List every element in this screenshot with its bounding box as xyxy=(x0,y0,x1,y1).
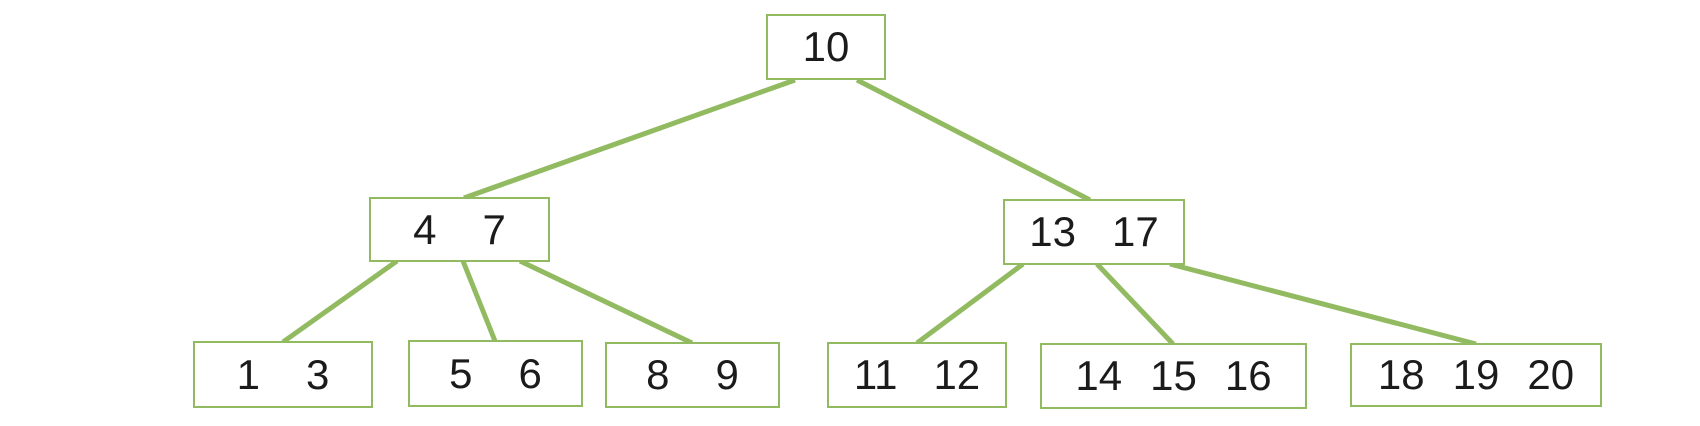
node-key: 4 xyxy=(413,205,437,253)
node-key: 17 xyxy=(1112,208,1159,255)
node-key: 13 xyxy=(1029,208,1076,255)
tree-edge-root-10-to-internal-4-7 xyxy=(463,77,796,201)
tree-node-internal-13-17: 13 17 xyxy=(1003,199,1185,265)
node-key: 18 xyxy=(1377,351,1425,398)
tree-edge-internal-13-17-to-leaf-18-19-20 xyxy=(1169,261,1477,347)
tree-edge-internal-13-17-to-leaf-14-15-16 xyxy=(1095,262,1175,346)
node-key: 16 xyxy=(1224,352,1272,399)
node-key: 19 xyxy=(1452,351,1500,398)
tree-node-leaf-14-15-16: 14 15 16 xyxy=(1040,343,1307,409)
node-key: 1 xyxy=(236,350,260,398)
node-key: 7 xyxy=(482,205,506,253)
node-key: 10 xyxy=(802,23,850,70)
tree-edge-internal-4-7-to-leaf-8-9 xyxy=(518,258,694,346)
tree-edge-internal-4-7-to-leaf-1-3 xyxy=(281,258,399,345)
node-key: 3 xyxy=(306,350,330,398)
node-key: 14 xyxy=(1075,352,1123,399)
node-key: 9 xyxy=(715,351,739,398)
node-key: 8 xyxy=(646,351,670,398)
tree-edge-internal-4-7-to-leaf-5-6 xyxy=(460,260,498,342)
node-key: 20 xyxy=(1527,351,1575,398)
node-key: 12 xyxy=(933,351,981,398)
tree-node-leaf-18-19-20: 18 19 20 xyxy=(1350,343,1602,407)
tree-edge-internal-13-17-to-leaf-11-12 xyxy=(915,261,1025,346)
node-key: 5 xyxy=(449,349,473,397)
node-key: 11 xyxy=(853,351,898,398)
tree-edge-root-10-to-internal-13-17 xyxy=(855,77,1092,203)
node-key: 6 xyxy=(518,349,542,397)
node-key: 15 xyxy=(1150,352,1197,399)
tree-node-leaf-11-12: 11 12 xyxy=(827,342,1007,408)
tree-node-root-10: 10 xyxy=(766,14,886,80)
